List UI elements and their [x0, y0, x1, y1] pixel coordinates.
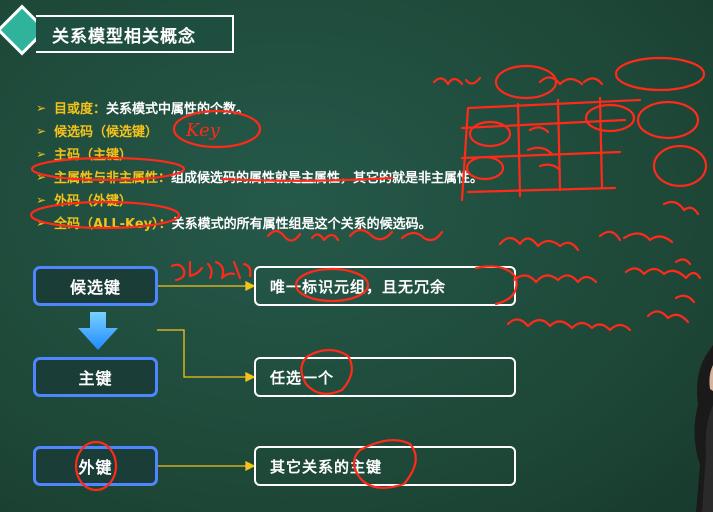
presenter-image: [694, 345, 713, 512]
primary-key-desc: 任选一个: [254, 357, 516, 397]
bullet-arrow-icon: ➢: [36, 123, 47, 138]
down-arrow-icon: [78, 312, 118, 350]
bullet-item: ➢ 主码（主键）: [36, 142, 483, 165]
bullet-arrow-icon: ➢: [36, 100, 47, 115]
title-banner: [36, 15, 234, 53]
bullet-arrow-icon: ➢: [36, 169, 47, 184]
bullet-term: 主码（主键）: [54, 148, 133, 163]
bullet-desc: 关系模式中属性的个数。: [106, 102, 250, 117]
bullet-list: ➢ 目或度： 关系模式中属性的个数。 ➢ 候选码（候选键） ➢ 主码（主键） ➢…: [36, 96, 483, 234]
bullet-arrow-icon: ➢: [36, 192, 47, 207]
bullet-arrow-icon: ➢: [36, 215, 47, 230]
bullet-arrow-icon: ➢: [36, 146, 47, 161]
bullet-term: 全码（ALL-Key）：: [54, 217, 172, 232]
bullet-desc: 组成候选码的属性就是主属性，其它的就是非主属性。: [171, 171, 484, 186]
bullet-item: ➢ 候选码（候选键）: [36, 119, 483, 142]
primary-key-box: 主键: [33, 357, 158, 397]
slide-title: 关系模型相关概念: [52, 27, 196, 47]
bullet-item: ➢ 主属性与非主属性： 组成候选码的属性就是主属性，其它的就是非主属性。: [36, 165, 483, 188]
bullet-item: ➢ 目或度： 关系模式中属性的个数。: [36, 96, 483, 119]
foreign-key-box: 外键: [33, 446, 158, 486]
bullet-term: 外码（外键）: [54, 194, 133, 209]
bullet-item: ➢ 外码（外键）: [36, 188, 483, 211]
foreign-key-desc: 其它关系的主键: [254, 446, 516, 486]
bullet-desc: 关系模式的所有属性组是这个关系的候选码。: [171, 217, 432, 232]
bullet-term: 目或度：: [54, 102, 107, 117]
bullet-term: 候选码（候选键）: [54, 125, 159, 140]
candidate-key-desc: 唯一标识元组，且无冗余: [254, 266, 516, 306]
bullet-item: ➢ 全码（ALL-Key）： 关系模式的所有属性组是这个关系的候选码。: [36, 211, 483, 234]
candidate-key-box: 候选键: [33, 266, 158, 306]
bullet-term: 主属性与非主属性：: [54, 171, 172, 186]
